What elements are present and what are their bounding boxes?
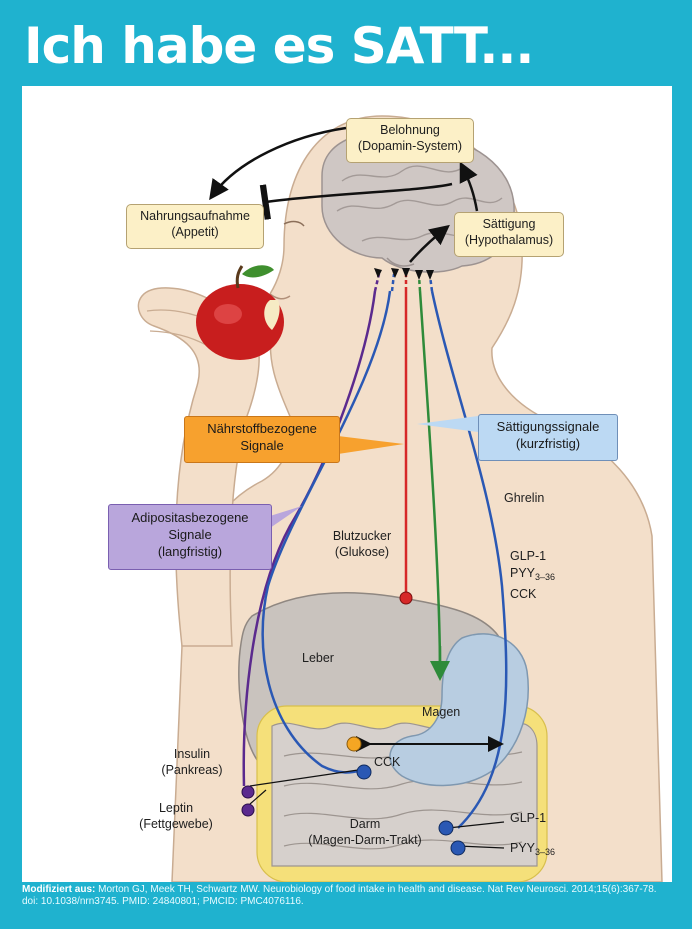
gut-label: Darm (Magen-Darm-Trakt) [300,816,430,848]
apple-illustration [196,265,284,360]
stomach-label: Magen [422,704,460,720]
leptin-label: Leptin (Fettgewebe) [120,800,232,832]
satiety-signals-title: Sättigungssignale [479,418,617,435]
nutrient-signals-subtitle: Signale [185,437,339,454]
gut-hormones-label: GLP-1 PYY3–36 CCK [510,548,555,603]
blood-sugar-subtitle: (Glukose) [322,544,402,560]
citation-footer: Modifiziert aus: Morton GJ, Meek TH, Sch… [22,884,672,908]
reward-box-subtitle: (Dopamin-System) [347,138,473,154]
insulin-label: Insulin (Pankreas) [152,746,232,778]
poster-title: Ich habe es SATT... [24,14,533,78]
citation-prefix: Modifiziert aus: [22,884,95,895]
citation-line-1: Modifiziert aus: Morton GJ, Meek TH, Sch… [22,884,672,896]
adiposity-signals-subtitle: (langfristig) [109,543,271,560]
cck-label: CCK [510,586,555,603]
pyy-subscript: 3–36 [535,572,555,582]
gut-subtitle: (Magen-Darm-Trakt) [300,832,430,848]
insulin-title: Insulin [152,746,232,762]
diagram-panel: Belohnung (Dopamin-System) Nahrungsaufna… [22,86,672,882]
glp1-gut-label: GLP-1 [510,810,546,826]
pyy-label: PYY3–36 [510,565,555,586]
gut-title: Darm [300,816,430,832]
ghrelin-label: Ghrelin [504,490,544,506]
citation-line-2: doi: 10.1038/nrn3745. PMID: 24840801; PM… [22,896,672,908]
satiety-box-title: Sättigung [455,216,563,232]
cck-small-label: CCK [374,754,400,770]
satiety-signals-callout: Sättigungssignale (kurzfristig) [478,414,618,461]
nutrient-signals-title: Nährstoffbezogene [185,420,339,437]
satiety-signals-subtitle: (kurzfristig) [479,435,617,452]
blood-sugar-label: Blutzucker (Glukose) [322,528,402,560]
glp1-label: GLP-1 [510,548,555,565]
food-intake-box: Nahrungsaufnahme (Appetit) [126,204,264,249]
food-intake-box-title: Nahrungsaufnahme [127,208,263,224]
reward-box: Belohnung (Dopamin-System) [346,118,474,163]
satiety-box-subtitle: (Hypothalamus) [455,232,563,248]
pyy-gut-label: PYY3–36 [510,840,555,860]
adiposity-signals-callout: Adipositasbezogene Signale (langfristig) [108,504,272,570]
adiposity-signals-middle: Signale [109,526,271,543]
pyy-text: PYY [510,566,535,580]
reward-box-title: Belohnung [347,122,473,138]
nutrient-signals-callout: Nährstoffbezogene Signale [184,416,340,463]
pyy-gut-text: PYY [510,841,535,855]
leptin-title: Leptin [120,800,232,816]
satiety-box: Sättigung (Hypothalamus) [454,212,564,257]
citation-text: Morton GJ, Meek TH, Schwartz MW. Neurobi… [95,884,656,895]
blood-sugar-title: Blutzucker [322,528,402,544]
pyy-gut-subscript: 3–36 [535,847,555,857]
food-intake-box-subtitle: (Appetit) [127,224,263,240]
insulin-subtitle: (Pankreas) [152,762,232,778]
adiposity-signals-title: Adipositasbezogene [109,509,271,526]
anatomy-illustration [22,86,672,882]
liver-label: Leber [302,650,334,666]
leptin-subtitle: (Fettgewebe) [120,816,232,832]
